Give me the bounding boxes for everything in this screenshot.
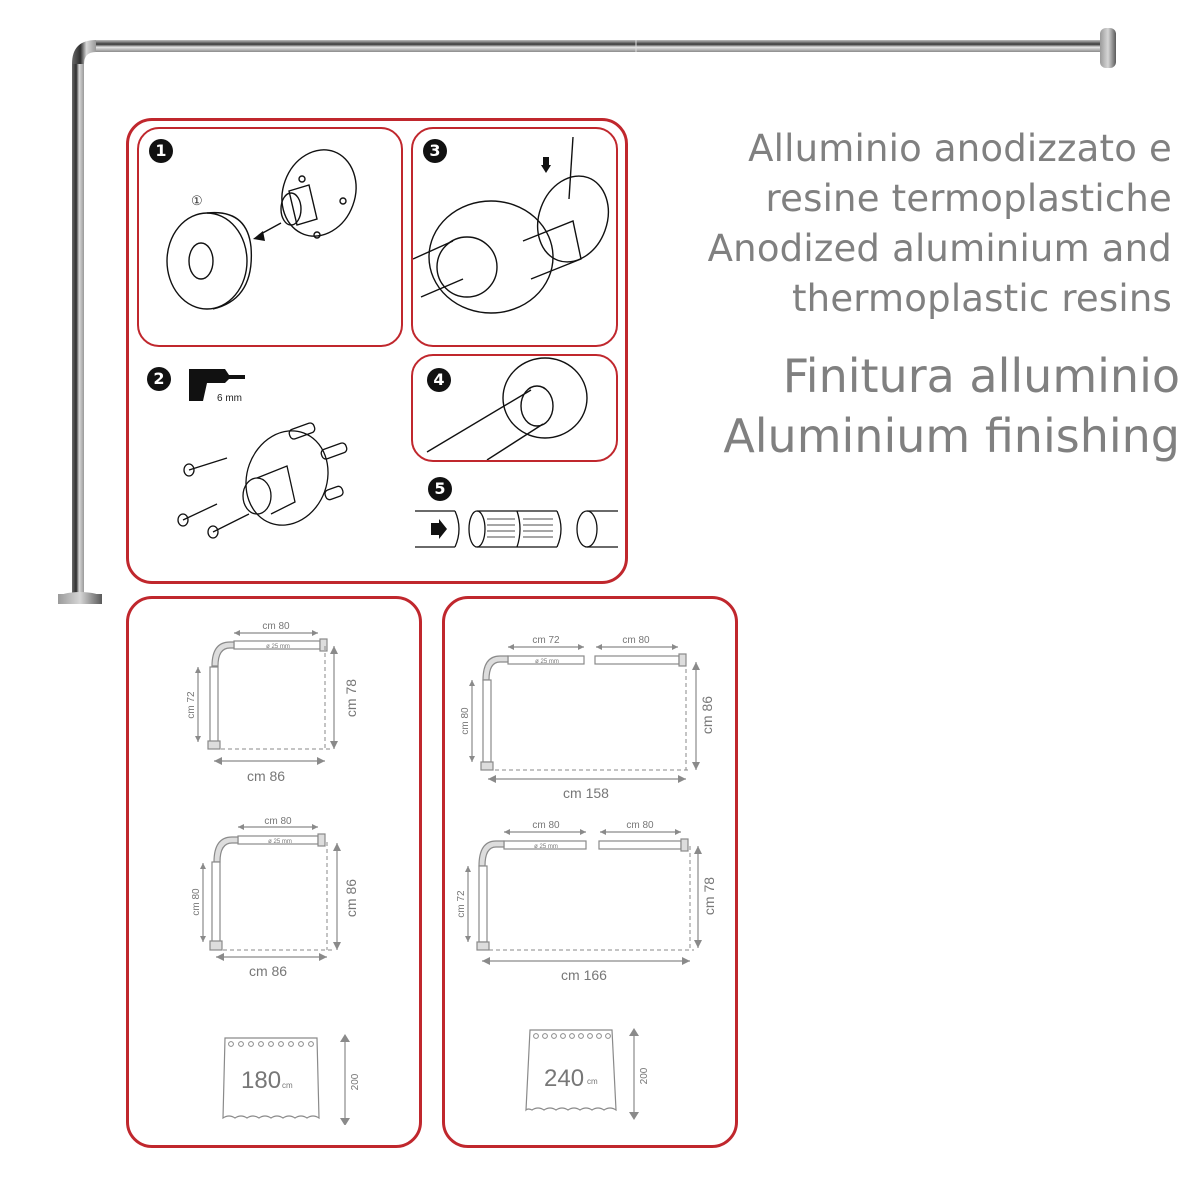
svg-text:cm 78: cm 78: [701, 877, 717, 915]
svg-text:cm 72: cm 72: [456, 890, 467, 918]
step-2-area: 2 6 mm: [137, 355, 403, 575]
config-diagram-right-1: cm 72 cm 80 ø 25 mm cm 80 cm 86 cm 158: [460, 635, 715, 801]
svg-text:cm 86: cm 86: [699, 696, 715, 734]
step-number-5: 5: [428, 477, 452, 501]
drill-size-label: 6 mm: [217, 393, 242, 404]
svg-text:cm 72: cm 72: [532, 635, 560, 646]
step-number-3: 3: [423, 139, 447, 163]
svg-text:cm: cm: [587, 1077, 598, 1086]
shower-rod-image: [58, 28, 1116, 604]
svg-text:cm 86: cm 86: [249, 963, 287, 979]
finish-description: Finitura alluminio Aluminium finishing: [723, 346, 1180, 466]
svg-text:ø 25 mm: ø 25 mm: [534, 844, 558, 850]
arrow-right-icon: [431, 519, 447, 539]
circled-one-label: ①: [191, 193, 203, 208]
config-diagram-left-2: cm 80 ø 25 mm cm 80 cm 86 cm 86: [191, 816, 359, 979]
dim-top-1: cm 80: [262, 621, 290, 632]
material-line-3: Anodized aluminium and: [707, 227, 1172, 270]
arrow-down-icon: [340, 1118, 350, 1125]
step-5-area: 5: [411, 470, 618, 570]
step-4-panel: 4: [411, 354, 618, 462]
svg-text:cm 80: cm 80: [191, 888, 202, 916]
dim-width: cm 86: [247, 768, 285, 784]
svg-text:ø 25 mm: ø 25 mm: [535, 659, 559, 665]
step-5-illustration: [415, 510, 618, 548]
step-1-illustration: ①: [166, 149, 357, 310]
finish-line-it: Finitura alluminio: [782, 349, 1180, 403]
svg-text:240: 240: [544, 1065, 584, 1092]
material-description: Alluminio anodizzato e resine termoplast…: [708, 124, 1172, 324]
svg-text:cm 80: cm 80: [532, 820, 560, 831]
svg-text:cm 80: cm 80: [626, 820, 654, 831]
step-2-illustration: [177, 422, 348, 539]
svg-text:cm: cm: [282, 1081, 293, 1090]
dim-diameter: ø 25 mm: [266, 644, 290, 650]
curtain-width: 180: [241, 1067, 281, 1094]
config-panel-left: [126, 596, 422, 1148]
material-line-4: thermoplastic resins: [791, 277, 1172, 320]
finish-line-en: Aluminium finishing: [723, 409, 1180, 463]
material-line-1: Alluminio anodizzato e: [748, 127, 1172, 170]
step-3-illustration: [413, 136, 610, 314]
curtain-height: 200: [350, 1073, 361, 1090]
assembly-instructions-panel: [126, 118, 628, 584]
material-line-2: resine termoplastiche: [765, 177, 1172, 220]
step-number-2: 2: [147, 367, 171, 391]
step-1-panel: 1 ①: [137, 127, 403, 347]
svg-text:200: 200: [639, 1067, 650, 1084]
config-diagram-right-2: cm 80 cm 80 ø 25 mm cm 72 cm 78 cm 166: [456, 820, 717, 983]
step-number-1: 1: [149, 139, 173, 163]
svg-text:cm 80: cm 80: [460, 707, 471, 735]
curtain-180-diagram: 180 cm 200: [222, 1034, 361, 1125]
config-diagram-left-1: cm 80 ø 25 mm cm 72 cm 78 cm 86: [186, 621, 359, 784]
drill-icon: [189, 369, 245, 401]
svg-text:cm 80: cm 80: [622, 635, 650, 646]
svg-text:cm 80: cm 80: [264, 816, 292, 827]
dim-height: cm 78: [343, 679, 359, 717]
svg-text:cm 86: cm 86: [343, 879, 359, 917]
step-4-illustration: [426, 357, 588, 460]
svg-text:ø 25 mm: ø 25 mm: [268, 839, 292, 845]
svg-text:cm 166: cm 166: [561, 967, 607, 983]
svg-text:cm 158: cm 158: [563, 785, 609, 801]
step-3-panel: 3: [411, 127, 618, 347]
curtain-240-diagram: 240 cm 200: [525, 1028, 650, 1120]
dim-vertical: cm 72: [186, 691, 197, 719]
config-panel-right: [442, 596, 738, 1148]
step-number-4: 4: [427, 368, 451, 392]
